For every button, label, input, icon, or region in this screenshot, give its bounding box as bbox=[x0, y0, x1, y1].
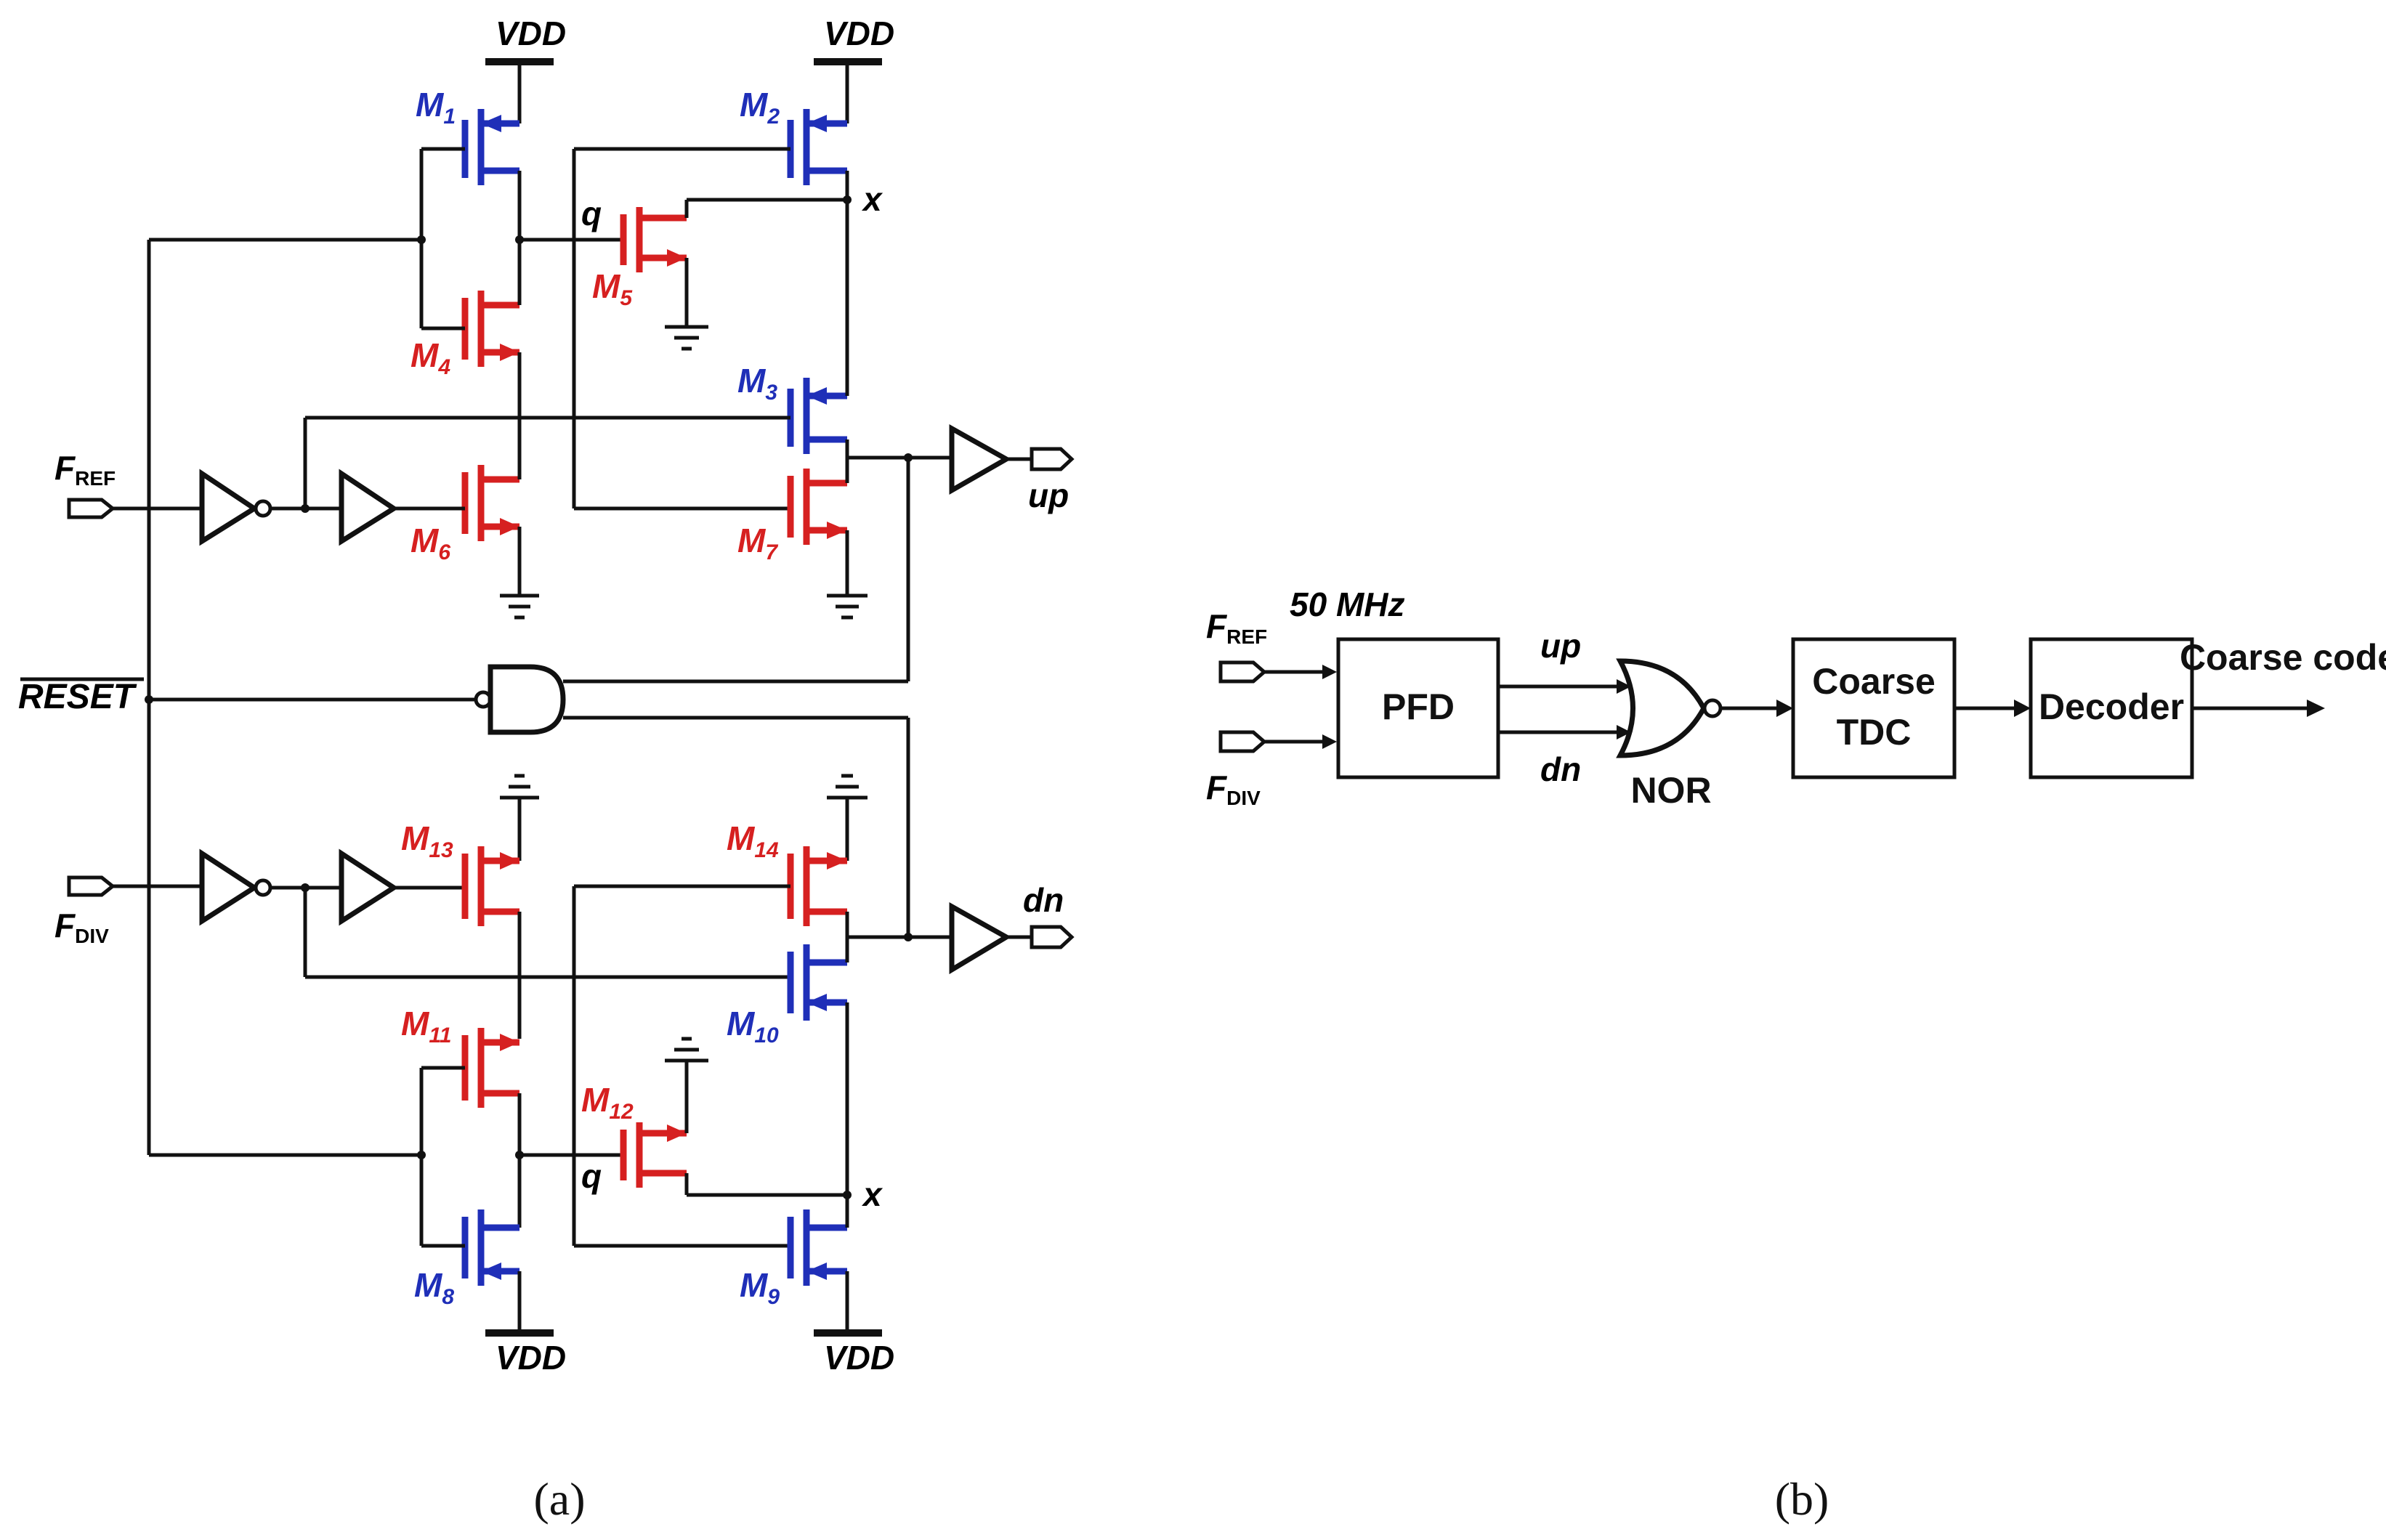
transistor-m11: M11 bbox=[401, 1005, 522, 1228]
transistor-m8: M8 bbox=[414, 1209, 522, 1333]
label-m4: M4 bbox=[411, 336, 450, 379]
tdc-line2: TDC bbox=[1837, 712, 1912, 753]
label-m12: M12 bbox=[581, 1081, 634, 1124]
fdiv-b-port bbox=[1218, 730, 1267, 753]
vdd-bottom-right: VDD bbox=[814, 1329, 894, 1377]
label-m10: M10 bbox=[727, 1005, 779, 1047]
coarse-code-label: Coarse code bbox=[2180, 637, 2386, 678]
label-m14: M14 bbox=[727, 819, 779, 862]
transistor-m3: M3 bbox=[305, 362, 849, 465]
transistor-m9: M9 bbox=[740, 1195, 849, 1333]
dn-b-label: dn bbox=[1540, 750, 1581, 788]
label-m3: M3 bbox=[737, 362, 777, 405]
label-m9: M9 bbox=[740, 1266, 780, 1309]
node-q-bottom: q bbox=[581, 1157, 602, 1195]
svg-text:VDD: VDD bbox=[496, 15, 566, 52]
transistor-m13: M13 bbox=[401, 774, 539, 1039]
transistor-m5: M5 bbox=[592, 198, 847, 351]
svg-text:VDD: VDD bbox=[824, 15, 894, 52]
pfd-block bbox=[1336, 637, 1500, 779]
fdiv-input-port bbox=[67, 875, 116, 897]
fref-label: FREF bbox=[54, 449, 116, 490]
block-diagram: 50 MHz FREF FDIV PFD up dn NOR Coarse TD… bbox=[1206, 585, 2386, 1525]
tdc-line1: Coarse bbox=[1812, 661, 1936, 702]
fdiv-label: FDIV bbox=[54, 907, 109, 947]
transistor-m1: M1 bbox=[416, 86, 522, 240]
node-q-top: q bbox=[581, 195, 602, 232]
label-m13: M13 bbox=[401, 819, 453, 862]
node-x-bottom: x bbox=[861, 1175, 883, 1213]
transistor-m6: M6 bbox=[411, 465, 539, 620]
reset-label: RESET bbox=[18, 678, 137, 716]
label-m7: M7 bbox=[737, 522, 778, 564]
transistor-m4: M4 bbox=[411, 240, 522, 465]
vdd-bottom-left: VDD bbox=[485, 1329, 566, 1377]
label-m5: M5 bbox=[592, 267, 633, 310]
label-m1: M1 bbox=[416, 86, 456, 129]
caption-a: (a) bbox=[533, 1473, 585, 1525]
caption-b: (b) bbox=[1775, 1473, 1829, 1525]
pfd-schematic: VDD VDD M1 M4 bbox=[18, 15, 1075, 1525]
decoder-label: Decoder bbox=[2039, 686, 2184, 727]
fref-input-port bbox=[67, 498, 116, 519]
vdd-top-right: VDD bbox=[814, 15, 894, 123]
svg-text:VDD: VDD bbox=[496, 1339, 566, 1377]
pfd-label: PFD bbox=[1382, 686, 1455, 727]
nor-gate bbox=[1616, 658, 1707, 758]
coarse-tdc-block bbox=[1791, 637, 1957, 779]
nor-label: NOR bbox=[1630, 770, 1711, 811]
up-b-label: up bbox=[1540, 627, 1581, 665]
transistor-m14: M14 bbox=[574, 774, 868, 952]
fref-b-port bbox=[1218, 660, 1267, 684]
transistor-m10: M10 bbox=[727, 944, 849, 1195]
transistor-m7: M7 bbox=[737, 465, 868, 620]
label-m2: M2 bbox=[740, 86, 780, 129]
label-m11: M11 bbox=[401, 1005, 451, 1047]
svg-text:VDD: VDD bbox=[824, 1339, 894, 1377]
label-m6: M6 bbox=[411, 522, 450, 564]
fdiv-b-label: FDIV bbox=[1206, 769, 1261, 809]
vdd-top-left: VDD bbox=[485, 15, 566, 123]
label-m8: M8 bbox=[414, 1266, 454, 1309]
frequency-label: 50 MHz bbox=[1290, 585, 1404, 623]
output-up-label: up bbox=[1028, 477, 1069, 514]
fref-b-label: FREF bbox=[1206, 607, 1267, 648]
transistor-m2: M2 bbox=[574, 86, 849, 378]
and-gate bbox=[488, 664, 566, 735]
node-x-top: x bbox=[861, 180, 883, 218]
decoder-block bbox=[2029, 637, 2194, 779]
transistor-m12: M12 bbox=[581, 1037, 847, 1197]
output-dn-label: dn bbox=[1023, 881, 1064, 919]
